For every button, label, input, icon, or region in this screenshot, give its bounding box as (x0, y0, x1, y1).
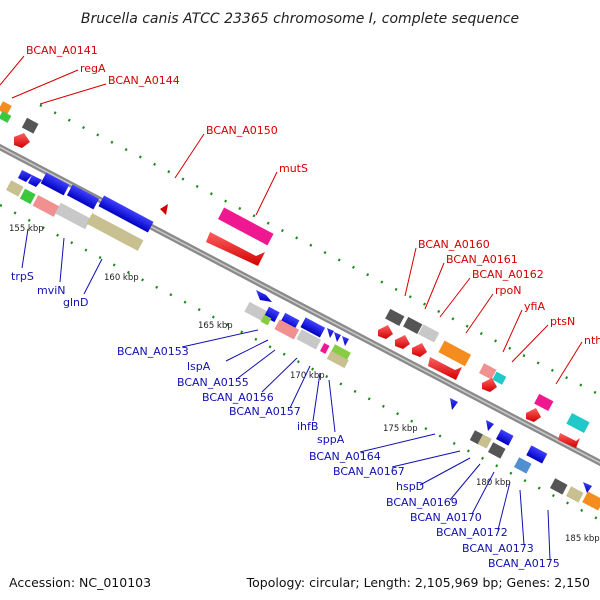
gene-label-bcan-a0167: BCAN_A0167 (333, 465, 405, 478)
gene-label-lspa: lspA (187, 360, 211, 373)
reverse-leader-lines (21, 228, 551, 561)
gene-label-bcan-a0173: BCAN_A0173 (462, 542, 534, 555)
gene-label-hspd: hspD (396, 480, 424, 493)
gc-track-inner (0, 203, 600, 522)
gene-label-trps: trpS (11, 270, 34, 283)
gene-label-bcan-a0144: BCAN_A0144 (108, 74, 180, 87)
tick-155: 155 kbp (9, 224, 44, 234)
reverse-gene-labels: trpS mviN glnD BCAN_A0153 lspA BCAN_A015… (11, 270, 560, 570)
gene-label-bcan-a0156: BCAN_A0156 (202, 391, 274, 404)
gene-label-bcan-a0161: BCAN_A0161 (446, 253, 518, 266)
gene-label-bcan-a0141: BCAN_A0141 (26, 44, 98, 57)
gene-label-bcan-a0172: BCAN_A0172 (436, 526, 508, 539)
accession-text: Accession: NC_010103 (9, 575, 151, 590)
gene-label-nth: nth (584, 334, 600, 347)
gene-label-bcan-a0164: BCAN_A0164 (309, 450, 381, 463)
gene-label-ptsn: ptsN (550, 315, 575, 328)
gene-label-sppa: sppA (317, 433, 345, 446)
gene-label-bcan-a0153: BCAN_A0153 (117, 345, 189, 358)
tick-160: 160 kbp (104, 273, 139, 283)
tick-170: 170 kbp (290, 371, 325, 381)
gene-label-bcan-a0150: BCAN_A0150 (206, 124, 278, 137)
gene-label-mvin: mviN (37, 284, 66, 297)
forward-gene-labels: BCAN_A0141 regA BCAN_A0144 BCAN_A0150 mu… (26, 44, 600, 347)
forward-genes (0, 101, 590, 448)
tick-185: 185 kbp (565, 534, 600, 544)
map-title: Brucella canis ATCC 23365 chromosome I, … (81, 11, 519, 27)
gene-label-rega: regA (80, 62, 106, 75)
gene-label-bcan-a0155: BCAN_A0155 (177, 376, 249, 389)
gene-label-bcan-a0160: BCAN_A0160 (418, 238, 490, 251)
gene-label-yfia: yfiA (524, 300, 545, 313)
reverse-genes (6, 170, 600, 511)
gene-label-bcan-a0162: BCAN_A0162 (472, 268, 544, 281)
gene-label-bcan-a0175: BCAN_A0175 (488, 557, 560, 570)
sequence-summary: Topology: circular; Length: 2,105,969 bp… (246, 575, 590, 590)
tick-165: 165 kbp (198, 321, 233, 331)
tick-175: 175 kbp (383, 424, 418, 434)
gene-label-muts: mutS (279, 162, 308, 175)
gene-label-ihfb: ihfB (297, 420, 318, 433)
forward-leader-lines (0, 55, 583, 385)
kbp-ticks: 155 kbp 160 kbp 165 kbp 170 kbp 175 kbp … (9, 224, 600, 544)
gene-label-bcan-a0170: BCAN_A0170 (410, 511, 482, 524)
gene-label-glnd: glnD (63, 296, 88, 309)
tick-180: 180 kbp (476, 478, 511, 488)
gene-label-bcan-a0157: BCAN_A0157 (229, 405, 301, 418)
gene-label-bcan-a0169: BCAN_A0169 (386, 496, 458, 509)
gene-label-rpon: rpoN (495, 284, 521, 297)
